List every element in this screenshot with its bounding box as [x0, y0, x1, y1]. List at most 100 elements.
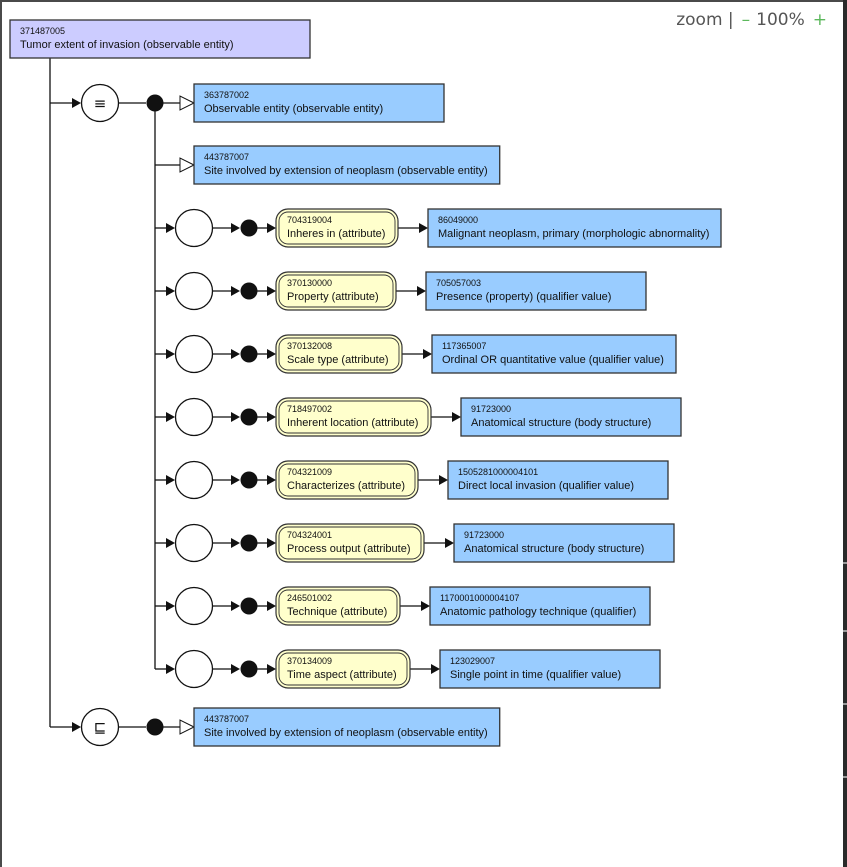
zoom-label: zoom |: [676, 10, 734, 30]
attribute-box-frame: [275, 649, 411, 689]
conjunction-node: [240, 660, 258, 678]
arrowhead-icon: [166, 538, 175, 548]
attribute-group-node: [174, 208, 214, 248]
concept-box-frame: [453, 523, 675, 563]
attribute-term: Technique (attribute): [287, 606, 387, 618]
arrowhead-icon: [231, 286, 240, 296]
attribute-term: Scale type (attribute): [287, 354, 389, 366]
zoom-out-button[interactable]: –: [741, 10, 751, 30]
concept-id: 91723000: [471, 404, 511, 414]
conjunction-node: [240, 471, 258, 489]
attribute-id: 704319004: [287, 215, 332, 225]
attribute-term: Inheres in (attribute): [287, 228, 385, 240]
attribute-term: Process output (attribute): [287, 543, 411, 555]
attribute-box-frame: [275, 397, 432, 437]
is-a-arrow-icon: [179, 95, 196, 111]
arrowhead-icon: [166, 223, 175, 233]
attribute-term: Characterizes (attribute): [287, 480, 405, 492]
attribute-box-frame: [278, 274, 394, 308]
arrowhead-icon: [267, 664, 276, 674]
attribute-group-node: [174, 334, 214, 374]
attribute-box-frame: [278, 337, 400, 371]
concept-id: 443787007: [204, 152, 249, 162]
concept-box-frame: [193, 83, 445, 123]
arrowhead-icon: [231, 664, 240, 674]
concept-term: Anatomic pathology technique (qualifier): [440, 606, 636, 618]
is-a-arrow-icon: [179, 719, 196, 735]
conjunction-node: [240, 408, 258, 426]
arrowhead-icon: [423, 349, 432, 359]
arrowhead-icon: [267, 538, 276, 548]
arrowhead-icon: [267, 601, 276, 611]
concept-id: 117365007: [442, 341, 486, 351]
concept-box-frame: [9, 19, 311, 59]
concept-term: Ordinal OR quantitative value (qualifier…: [442, 354, 664, 366]
conjunction-node: [240, 282, 258, 300]
concept-box-frame: [460, 397, 682, 437]
arrowhead-icon: [267, 349, 276, 359]
scrollbar-tick: [843, 776, 847, 778]
attribute-box-frame: [275, 334, 403, 374]
zoom-control: zoom |–100% +: [676, 10, 827, 30]
attribute-box-frame: [278, 211, 396, 245]
scrollbar[interactable]: [843, 0, 847, 867]
concept-id: 363787002: [204, 90, 249, 100]
concept-term: Single point in time (qualifier value): [450, 669, 621, 681]
scrollbar-tick: [843, 703, 847, 705]
zoom-level: 100%: [756, 10, 805, 30]
operator-symbol: ≡: [94, 95, 107, 113]
attribute-group-node: [174, 271, 214, 311]
zoom-in-button[interactable]: +: [812, 10, 827, 30]
arrowhead-icon: [231, 412, 240, 422]
attribute-group-node: [174, 397, 214, 437]
arrowhead-icon: [267, 223, 276, 233]
attribute-box-frame: [278, 463, 416, 497]
attribute-group-node: [174, 649, 214, 689]
concept-term: Direct local invasion (qualifier value): [458, 480, 634, 492]
attribute-id: 246501002: [287, 593, 332, 603]
is-a-arrow-icon: [179, 157, 196, 173]
arrowhead-icon: [445, 538, 454, 548]
arrowhead-icon: [267, 286, 276, 296]
attribute-group-node: [174, 460, 214, 500]
concept-box-frame: [193, 707, 501, 747]
concept-id: 1170001000004107: [440, 593, 519, 603]
conjunction-node: [240, 219, 258, 237]
conjunction-node: [146, 718, 164, 736]
attribute-id: 704324001: [287, 530, 332, 540]
concept-box-frame: [447, 460, 669, 500]
concept-id: 91723000: [464, 530, 504, 540]
concept-box-frame: [431, 334, 677, 374]
attribute-box-frame: [278, 526, 422, 560]
attribute-box-frame: [275, 460, 419, 500]
arrowhead-icon: [166, 412, 175, 422]
attribute-box-frame: [275, 208, 399, 248]
arrowhead-icon: [166, 664, 175, 674]
arrowhead-icon: [439, 475, 448, 485]
conjunction-node: [240, 345, 258, 363]
arrowhead-icon: [267, 475, 276, 485]
concept-box-frame: [439, 649, 661, 689]
concept-term: Anatomical structure (body structure): [471, 417, 651, 429]
